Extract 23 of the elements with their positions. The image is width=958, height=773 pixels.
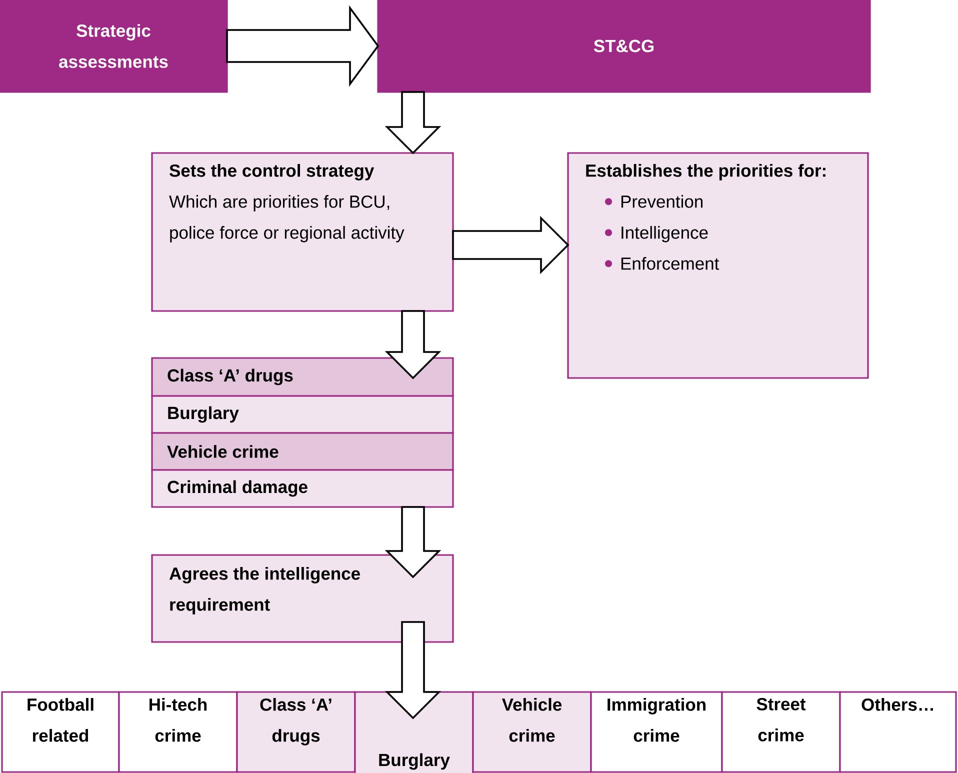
- block-arrow: [384, 310, 442, 380]
- block-arrow: [384, 91, 442, 154]
- priorities-box: Establishes the priorities for: Prevention Intelligence Enforcement: [567, 152, 869, 379]
- block-arrow: [452, 216, 570, 274]
- category-cell: Immigration crime: [590, 691, 723, 773]
- category-cell: Hi-tech crime: [118, 691, 238, 773]
- process-box: Agrees the intelligence requirement: [151, 554, 454, 643]
- category-cell: Football related: [1, 691, 120, 773]
- category-cell: Vehicle crime: [472, 691, 592, 773]
- category-cell: Class ‘A’ drugs: [236, 691, 356, 773]
- block-arrow: [384, 506, 442, 578]
- block-arrow: [226, 5, 380, 87]
- list-row: Class ‘A’ drugs: [151, 357, 454, 397]
- header-box: ST&CG: [377, 0, 871, 93]
- list-row: Vehicle crime: [151, 432, 454, 471]
- header-box: Strategic assessments: [0, 0, 228, 93]
- list-row: Burglary: [151, 395, 454, 434]
- category-cell: Burglary: [354, 691, 474, 773]
- category-cell: Street crime: [721, 691, 841, 773]
- category-cell: Others…: [839, 691, 957, 773]
- process-box: Sets the control strategy Which are priorities for BCU, police force or regional activity: [151, 152, 454, 312]
- list-row: Criminal damage: [151, 469, 454, 508]
- block-arrow: [384, 621, 442, 720]
